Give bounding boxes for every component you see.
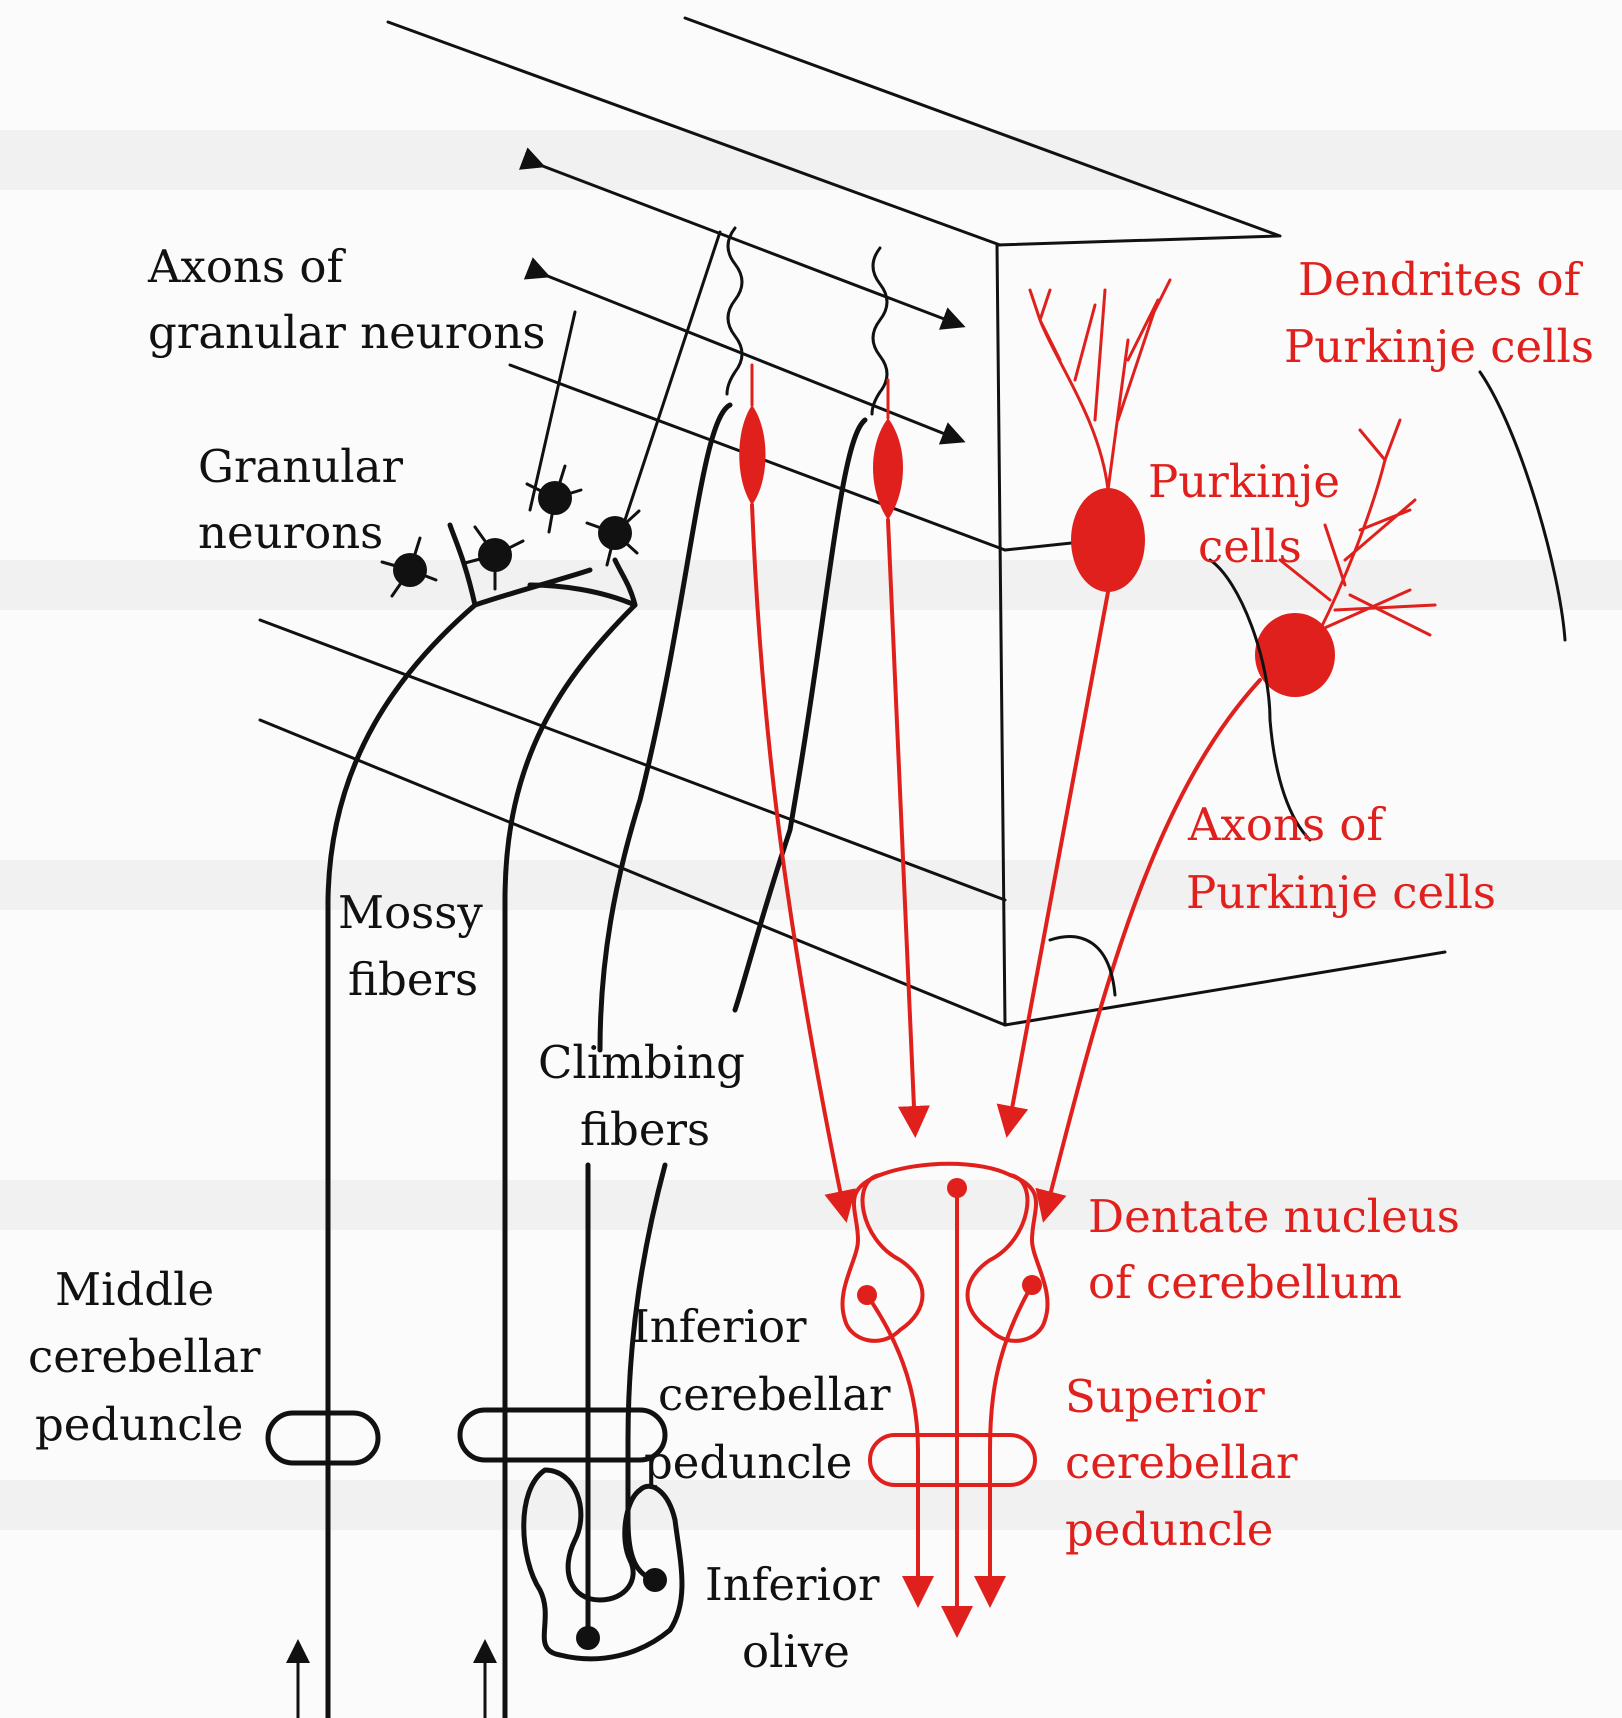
label-purkinje-2: cells: [1198, 520, 1302, 573]
label-middle-ped-3: peduncle: [35, 1398, 243, 1451]
label-inferior-ped-2: cerebellar: [658, 1368, 891, 1421]
label-inferior-ped-1: Inferior: [632, 1300, 807, 1353]
label-superior-ped-3: peduncle: [1065, 1503, 1273, 1556]
label-climbing-1: Climbing: [538, 1036, 745, 1089]
label-mossy-2: fibers: [348, 953, 478, 1006]
label-axons-granular-1: Axons of: [147, 240, 346, 293]
label-axons-granular-2: granular neurons: [148, 306, 545, 359]
label-axons-purkinje-2: Purkinje cells: [1186, 866, 1496, 919]
label-superior-ped-1: Superior: [1065, 1370, 1265, 1423]
climbing-fibers: [588, 228, 887, 1640]
label-superior-ped-2: cerebellar: [1065, 1436, 1298, 1489]
label-middle-ped-2: cerebellar: [28, 1330, 261, 1383]
label-inferior-olive-1: Inferior: [705, 1558, 880, 1611]
label-purkinje-1: Purkinje: [1148, 455, 1340, 508]
label-axons-purkinje-1: Axons of: [1187, 798, 1386, 851]
label-granular-2: neurons: [198, 506, 383, 559]
label-inferior-ped-3: peduncle: [644, 1436, 852, 1489]
label-climbing-2: fibers: [580, 1103, 710, 1156]
label-middle-ped-1: Middle: [55, 1263, 214, 1316]
label-mossy-1: Mossy: [338, 886, 483, 939]
label-dendrites-1: Dendrites of: [1298, 253, 1584, 306]
label-inferior-olive-2: olive: [742, 1625, 850, 1678]
label-dentate-1: Dentate nucleus: [1088, 1190, 1460, 1243]
label-granular-1: Granular: [198, 440, 403, 493]
label-dentate-2: of cerebellum: [1088, 1256, 1402, 1309]
label-dendrites-2: Purkinje cells: [1284, 320, 1594, 373]
